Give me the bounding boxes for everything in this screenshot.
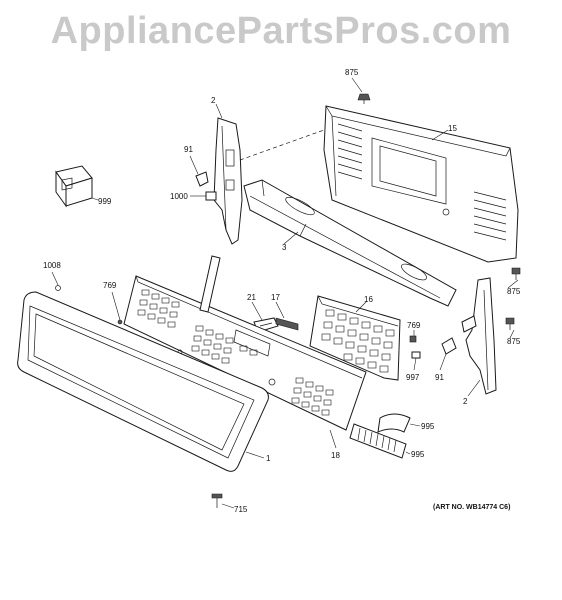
part-769-right [409, 330, 417, 343]
label-1008: 1008 [43, 261, 61, 270]
label-2-left: 2 [211, 96, 216, 105]
label-995-upper: 995 [421, 422, 435, 431]
label-875-right-upper: 875 [507, 287, 521, 296]
label-1000: 1000 [170, 192, 188, 201]
label-15: 15 [448, 124, 457, 133]
clip-91-left [189, 155, 209, 187]
part-1000 [190, 191, 217, 201]
part-2-right-bracket [461, 277, 497, 395]
part-999-box [55, 165, 99, 208]
part-16-keypad-board [309, 295, 401, 381]
watermark-logo: AppliancePartsPros.com [50, 10, 512, 52]
label-91-left: 91 [184, 145, 193, 154]
screw-875-right-upper [507, 267, 521, 289]
label-18: 18 [331, 451, 340, 460]
label-999: 999 [98, 197, 112, 206]
label-769-left: 769 [103, 281, 117, 290]
part-995-lower-filter [349, 423, 411, 459]
part-3-trim-channel [243, 179, 457, 307]
label-875-right-lower: 875 [507, 337, 521, 346]
part-18-control-panel [123, 255, 367, 431]
part-15-control-panel-back [323, 105, 519, 263]
part-1-front-frame [17, 291, 269, 472]
label-715: 715 [234, 505, 248, 514]
part-2-left-bracket [213, 117, 325, 245]
label-875-top: 875 [345, 68, 359, 77]
label-21: 21 [247, 293, 256, 302]
clip-91-right [439, 337, 457, 371]
label-2-right: 2 [463, 397, 468, 406]
label-997: 997 [406, 373, 420, 382]
screw-715 [211, 493, 235, 509]
part-17-connector [275, 301, 299, 331]
label-1: 1 [266, 454, 271, 463]
part-1008 [51, 271, 61, 291]
part-995-upper-cable [377, 413, 421, 433]
label-17: 17 [271, 293, 280, 302]
art-number: (ART NO. WB14774 C6) [433, 504, 510, 511]
part-769-left [111, 291, 123, 325]
label-769-right: 769 [407, 321, 421, 330]
label-3: 3 [282, 243, 287, 252]
part-997 [411, 351, 421, 371]
screw-875-top [351, 77, 371, 104]
label-995-lower: 995 [411, 450, 425, 459]
screw-875-right-lower [505, 317, 515, 339]
label-91-right: 91 [435, 373, 444, 382]
label-16: 16 [364, 295, 373, 304]
